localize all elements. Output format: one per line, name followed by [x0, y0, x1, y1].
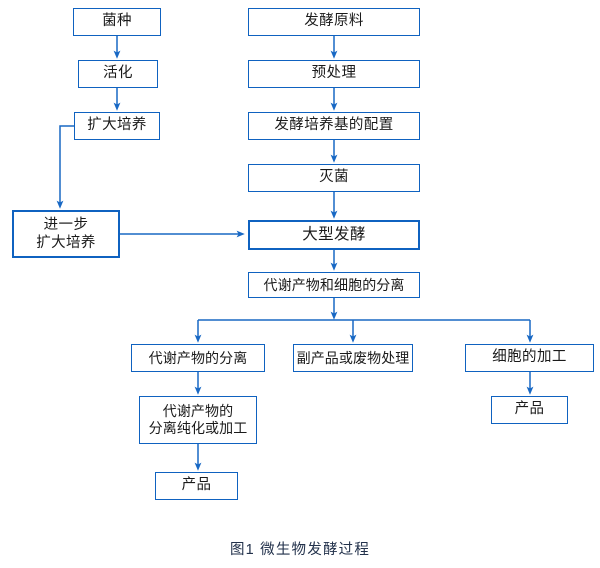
- node-strain[interactable]: 菌种: [73, 8, 161, 36]
- node-product-left[interactable]: 产品: [155, 472, 238, 500]
- node-expand-culture[interactable]: 扩大培养: [74, 112, 160, 140]
- figure-caption: 图1 微生物发酵过程: [229, 542, 371, 558]
- node-activation[interactable]: 活化: [78, 60, 158, 88]
- node-purification[interactable]: 代谢产物的 分离纯化或加工: [139, 396, 257, 444]
- node-raw-material[interactable]: 发酵原料: [248, 8, 420, 36]
- edge-expand-to-further: [56, 125, 74, 209]
- node-cell-processing[interactable]: 细胞的加工: [465, 344, 594, 372]
- node-further-expand-culture[interactable]: 进一步 扩大培养: [12, 210, 120, 258]
- node-pretreatment[interactable]: 预处理: [248, 60, 420, 88]
- node-metabolite-separation[interactable]: 代谢产物的分离: [131, 344, 265, 372]
- node-large-fermentation[interactable]: 大型发酵: [248, 220, 420, 250]
- node-sterilization[interactable]: 灭菌: [248, 164, 420, 192]
- node-medium-preparation[interactable]: 发酵培养基的配置: [248, 112, 420, 140]
- node-byproduct-waste-treatment[interactable]: 副产品或废物处理: [293, 344, 413, 372]
- node-metabolite-cell-separation[interactable]: 代谢产物和细胞的分离: [248, 272, 420, 298]
- node-product-right[interactable]: 产品: [491, 396, 568, 424]
